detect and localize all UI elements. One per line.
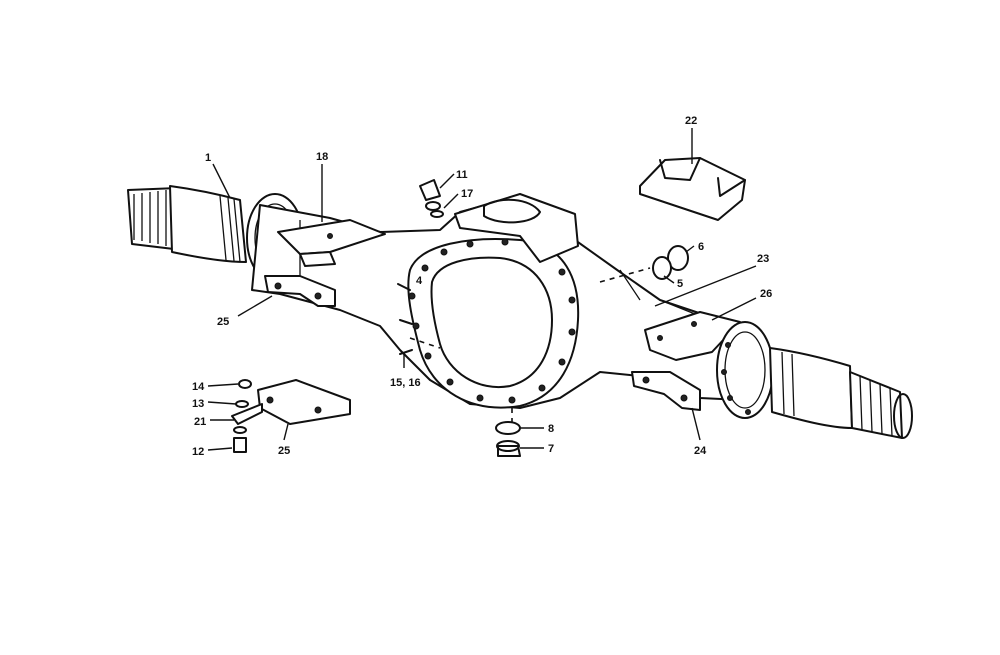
right-lower-pad xyxy=(631,371,701,411)
callout-14: 14 xyxy=(192,381,205,393)
callout-6: 6 xyxy=(698,241,704,253)
stud-4 xyxy=(397,283,413,355)
callout-25-bottom: 25 xyxy=(278,445,290,457)
callout-24: 24 xyxy=(694,445,707,457)
plug-6 xyxy=(652,245,689,280)
left-spring-seat xyxy=(277,219,386,267)
callout-11: 11 xyxy=(456,169,468,181)
right-spring-seat xyxy=(644,311,741,361)
breather-11 xyxy=(419,179,444,218)
leader-lines xyxy=(207,128,757,451)
callout-8: 8 xyxy=(548,423,554,435)
callout-12: 12 xyxy=(192,446,204,458)
callout-17: 17 xyxy=(461,188,473,200)
drain-plug-8 xyxy=(495,421,521,457)
callout-7: 7 xyxy=(548,443,554,455)
callout-1: 1 xyxy=(205,152,211,164)
bracket-22 xyxy=(639,157,746,221)
u-bolt-kit xyxy=(231,379,351,453)
callout-25-left: 25 xyxy=(217,316,229,328)
callout-21: 21 xyxy=(194,416,206,428)
left-lower-pad xyxy=(264,275,336,307)
callout-15-16: 15, 16 xyxy=(390,377,421,389)
callout-26: 26 xyxy=(760,288,772,300)
callout-23: 23 xyxy=(757,253,769,265)
callout-22: 22 xyxy=(685,115,697,127)
callout-18: 18 xyxy=(316,151,328,163)
callout-labels: 1 18 11 17 22 6 5 23 26 25 4 15, 16 14 1… xyxy=(192,115,772,458)
right-axle-spindle xyxy=(716,321,913,439)
callout-13: 13 xyxy=(192,398,204,410)
callout-4: 4 xyxy=(416,275,423,287)
callout-5: 5 xyxy=(677,278,683,290)
